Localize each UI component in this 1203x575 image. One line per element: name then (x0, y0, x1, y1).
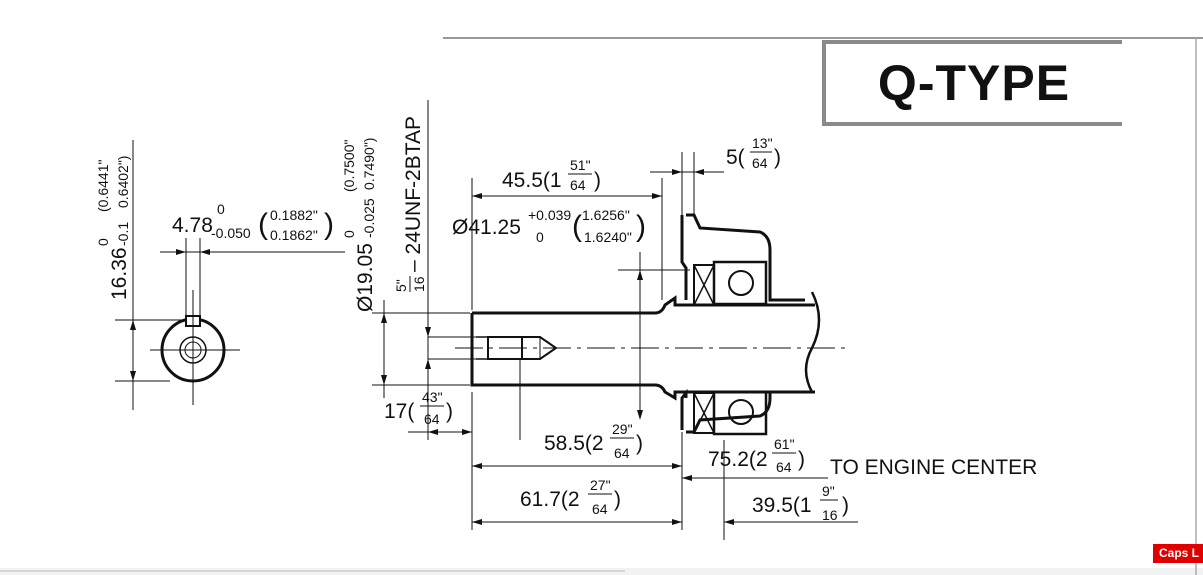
dim-395: 39.5(1 (752, 494, 812, 517)
dim-5-close: ) (774, 146, 781, 169)
shaft-end-view (115, 140, 345, 410)
dim-478-in2: 0.1862" (270, 227, 318, 243)
capslock-indicator: Caps L (1152, 544, 1203, 563)
dim-17-num: 43" (422, 389, 443, 405)
dim-752-num: 61" (774, 436, 795, 452)
dim-478: 4.78 (172, 214, 213, 237)
engine-center-label: TO ENGINE CENTER (830, 456, 1037, 479)
dim-455-close: ) (594, 169, 601, 192)
dim-478-tol2: -0.050 (211, 225, 251, 241)
dim-478-paren-open: ( (258, 208, 268, 241)
dim-617-close: ) (614, 488, 621, 511)
dim-752: 75.2(2 (708, 448, 768, 471)
dim-478-paren-close: ) (324, 208, 334, 241)
tap-den: 16 (411, 276, 427, 292)
tap-label: – 24UNF-2BTAP (402, 116, 425, 272)
dim-4125-in2: 1.6240" (584, 229, 632, 245)
dim-17-close: ) (446, 400, 453, 423)
dim-4125-paren-open: ( (572, 210, 582, 243)
dim-1905-in1: (0.7500" (341, 140, 357, 192)
dim-1905-group: Ø19.05 0 -0.025 (0.7500" 0.7490") (341, 138, 377, 312)
dim-1636-tol: 0 (95, 238, 111, 246)
dim-455: 45.5(1 (502, 169, 562, 192)
dim-478-in1: 0.1882" (270, 207, 318, 223)
dim-1636-tol2: -0.1 (115, 222, 131, 246)
dim-5: 5( (726, 146, 745, 169)
dim-395-den: 16 (822, 507, 838, 523)
dim-1905-tol2: -0.025 (361, 198, 377, 238)
dim-5-num: 13" (752, 135, 773, 151)
dim-617: 61.7(2 (520, 488, 580, 511)
dim-17-den: 64 (424, 411, 440, 427)
dim-478-tol: 0 (217, 201, 225, 217)
dim-4125-paren-close: ) (636, 210, 646, 243)
dim-617-num: 27" (590, 477, 611, 493)
dim-752-den: 64 (776, 459, 792, 475)
dim-455-num: 51" (570, 157, 591, 173)
dim-1905-in2: 0.7490") (361, 138, 377, 190)
dim-4125: Ø41.25 (452, 216, 521, 239)
dim-1905-tol: 0 (341, 230, 357, 238)
tap-num: 5" (393, 279, 409, 292)
title-box: Q-TYPE (822, 40, 1122, 126)
dim-585-num: 29" (612, 421, 633, 437)
tap-group: 5" 16 – 24UNF-2BTAP (393, 116, 427, 292)
dim-617-den: 64 (592, 501, 608, 517)
shaft-side-view (372, 100, 858, 540)
dim-1905: Ø19.05 (354, 243, 377, 312)
dim-4125-in1: 1.6256" (582, 207, 630, 223)
dim-4125-tol2: 0 (536, 229, 544, 245)
dim-17: 17( (384, 400, 414, 423)
dim-585-den: 64 (614, 445, 630, 461)
dim-1636-group: 16.36 0 -0.1 (0.6441" 0.6402") (95, 156, 131, 300)
dim-1636-in2: 0.6402") (115, 156, 131, 208)
dim-1636: 16.36 (108, 247, 131, 300)
page-title: Q-TYPE (877, 55, 1071, 111)
dim-1636-in1: (0.6441" (95, 160, 111, 212)
dim-5-den: 64 (752, 155, 768, 171)
dim-395-num: 9" (822, 483, 835, 499)
dim-455-den: 64 (570, 177, 586, 193)
dim-395-close: ) (842, 494, 849, 517)
dim-585-close: ) (636, 432, 643, 455)
dim-752-close: ) (798, 448, 805, 471)
dim-4125-tol: +0.039 (528, 207, 571, 223)
dim-585: 58.5(2 (544, 432, 604, 455)
